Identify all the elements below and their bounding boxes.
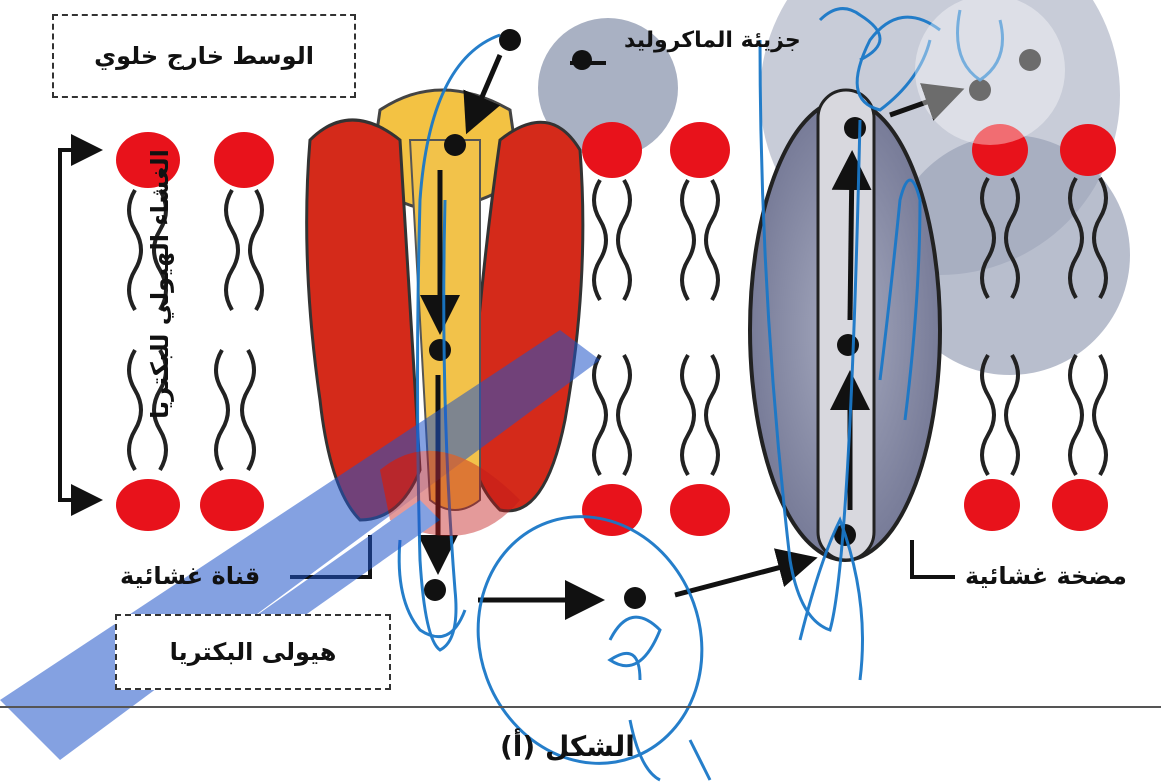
macromolecule-label: جزيئة الماكروليد [624, 28, 801, 53]
phospholipid-middle-group [582, 122, 730, 536]
membrane-label: الغشاء الهيولي للبكتريا [146, 119, 174, 449]
phospholipid-left-group [116, 132, 274, 531]
cytoplasm-label: هيولى البكتريا [115, 614, 391, 690]
extracellular-label: الوسط خارج خلوي [52, 14, 356, 98]
pump-label: مضخة غشائية [965, 562, 1127, 590]
channel-label: قناة غشائية [120, 562, 260, 590]
figure-caption: الشكل (أ) [500, 730, 635, 763]
